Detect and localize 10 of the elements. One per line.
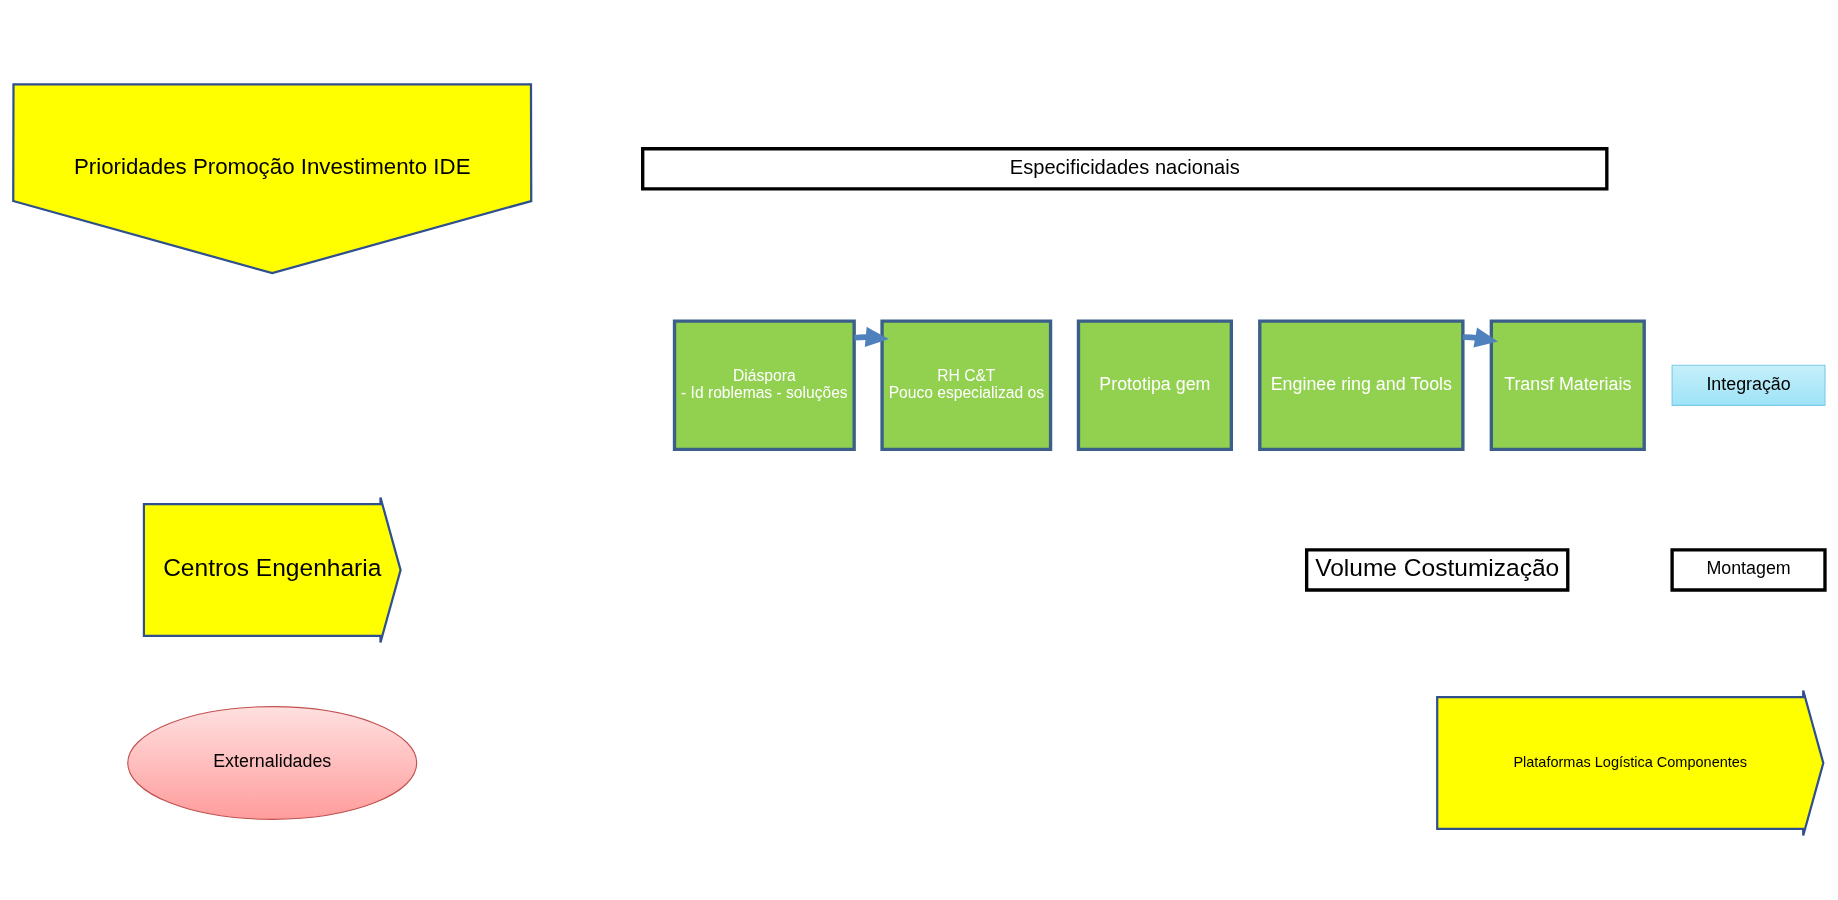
node-box: Volume Costumização — [1305, 548, 1570, 592]
node-box: RH C&T Pouco especializad os — [880, 319, 1053, 452]
node-box: Especificidades nacionais — [641, 147, 1609, 191]
node-box: Prototipa gem — [1076, 319, 1233, 452]
node-box: Diáspora - Id roblemas - soluções — [672, 319, 856, 452]
node-box: Montagem — [1670, 548, 1827, 592]
node-ellipse: Externalidades — [127, 706, 418, 820]
node-box: Transf Materiais — [1489, 319, 1646, 452]
node-box: Enginee ring and Tools — [1258, 319, 1465, 452]
node-box: Integração — [1671, 364, 1826, 406]
